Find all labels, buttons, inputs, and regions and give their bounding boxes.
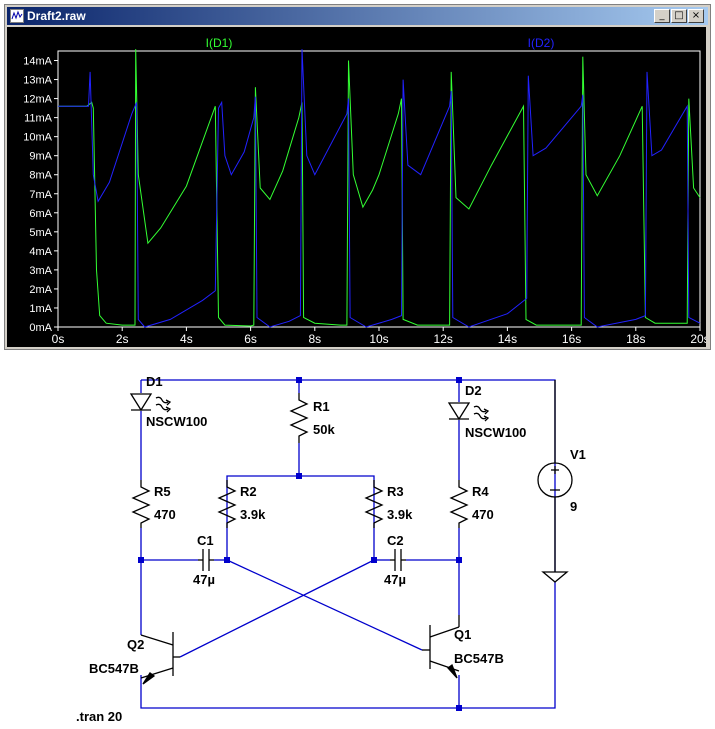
x-tick-label: 14s: [498, 332, 517, 346]
c1-value-label: 47µ: [193, 572, 215, 587]
waveform-app-icon: [10, 9, 24, 23]
v1-voltage-source-icon: [537, 380, 573, 572]
x-tick-label: 10s: [369, 332, 388, 346]
d1-diode-icon: [129, 393, 172, 413]
x-tick-label: 20s: [690, 332, 706, 346]
y-tick-label: 7mA: [29, 189, 52, 201]
d1-value-label: NSCW100: [146, 414, 207, 429]
junction-dots: [138, 377, 462, 711]
y-tick-label: 2mA: [29, 284, 52, 296]
y-tick-label: 5mA: [29, 227, 52, 239]
c2-capacitor-icon: [390, 549, 406, 571]
c1-capacitor-icon: [198, 549, 214, 571]
q2-value-label: BC547B: [89, 661, 139, 676]
y-tick-label: 3mA: [29, 265, 52, 277]
q2-transistor-icon: [140, 632, 180, 685]
d1-ref-label: D1: [146, 374, 163, 389]
c2-ref-label: C2: [387, 533, 404, 548]
ground-icon: [541, 571, 569, 583]
q1-transistor-icon: [422, 615, 460, 679]
y-tick-label: 10mA: [23, 132, 52, 144]
y-tick-label: 1mA: [29, 303, 52, 315]
r2-resistor-icon: [217, 480, 237, 528]
r2-ref-label: R2: [240, 484, 257, 499]
r5-ref-label: R5: [154, 484, 171, 499]
title-bar[interactable]: Draft2.raw _ □ ×: [7, 7, 708, 25]
c1-ref-label: C1: [197, 533, 214, 548]
r4-resistor-icon: [449, 480, 469, 528]
x-tick-label: 18s: [626, 332, 645, 346]
component-labels: D1 NSCW100 D2 NSCW100 R1 50k R2 3.9k R3 …: [76, 374, 586, 724]
series-line-id1: [58, 49, 701, 327]
r1-value-label: 50k: [313, 422, 335, 437]
waveform-window: Draft2.raw _ □ × 0mA 1mA 2mA 3mA 4mA 5mA 6mA 7m…: [4, 4, 711, 350]
schematic-canvas[interactable]: D1 NSCW100 D2 NSCW100 R1 50k R2 3.9k R3 …: [0, 352, 715, 729]
close-button[interactable]: ×: [688, 9, 704, 23]
r5-resistor-icon: [131, 480, 151, 528]
x-tick-label: 8s: [308, 332, 321, 346]
r3-ref-label: R3: [387, 484, 404, 499]
tran-directive[interactable]: .tran 20: [76, 709, 122, 724]
q1-ref-label: Q1: [454, 627, 471, 642]
window-title: Draft2.raw: [27, 9, 86, 23]
q1-value-label: BC547B: [454, 651, 504, 666]
x-tick-label: 16s: [562, 332, 581, 346]
y-tick-label: 13mA: [23, 75, 52, 87]
plot-frame: [57, 50, 701, 328]
minimize-button[interactable]: _: [654, 9, 670, 23]
waveform-plot[interactable]: 0mA 1mA 2mA 3mA 4mA 5mA 6mA 7mA 8mA 9mA 10mA 11mA 12…: [7, 27, 706, 347]
legend-id2: I(D2): [528, 36, 555, 50]
v1-ref-label: V1: [570, 447, 586, 462]
waveform-chart: 0mA 1mA 2mA 3mA 4mA 5mA 6mA 7mA 8mA 9mA 10mA 11mA 12…: [23, 36, 706, 346]
y-tick-label: 12mA: [23, 94, 52, 106]
r3-resistor-icon: [364, 480, 384, 528]
r1-resistor-icon: [289, 393, 309, 443]
y-tick-label: 14mA: [23, 56, 52, 68]
legend-id1: I(D1): [206, 36, 233, 50]
q2-ref-label: Q2: [127, 637, 144, 652]
y-tick-label: 4mA: [29, 246, 52, 258]
r2-value-label: 3.9k: [240, 507, 266, 522]
x-tick-label: 6s: [244, 332, 257, 346]
maximize-button[interactable]: □: [671, 9, 687, 23]
x-tick-label: 12s: [434, 332, 453, 346]
series-line-id2: [58, 49, 701, 328]
c2-value-label: 47µ: [384, 572, 406, 587]
y-tick-label: 9mA: [29, 151, 52, 163]
d2-value-label: NSCW100: [465, 425, 526, 440]
r3-value-label: 3.9k: [387, 507, 413, 522]
x-tick-label: 4s: [180, 332, 193, 346]
d2-diode-icon: [447, 402, 490, 422]
r4-value-label: 470: [472, 507, 494, 522]
y-tick-label: 8mA: [29, 170, 52, 182]
x-tick-label: 0s: [52, 332, 65, 346]
v1-value-label: 9: [570, 499, 577, 514]
component-symbols: [129, 380, 573, 685]
y-tick-label: 11mA: [24, 113, 53, 125]
r4-ref-label: R4: [472, 484, 489, 499]
y-tick-label: 0mA: [29, 322, 52, 334]
r5-value-label: 470: [154, 507, 176, 522]
y-tick-label: 6mA: [29, 208, 52, 220]
x-tick-label: 2s: [116, 332, 129, 346]
d2-ref-label: D2: [465, 383, 482, 398]
r1-ref-label: R1: [313, 399, 330, 414]
